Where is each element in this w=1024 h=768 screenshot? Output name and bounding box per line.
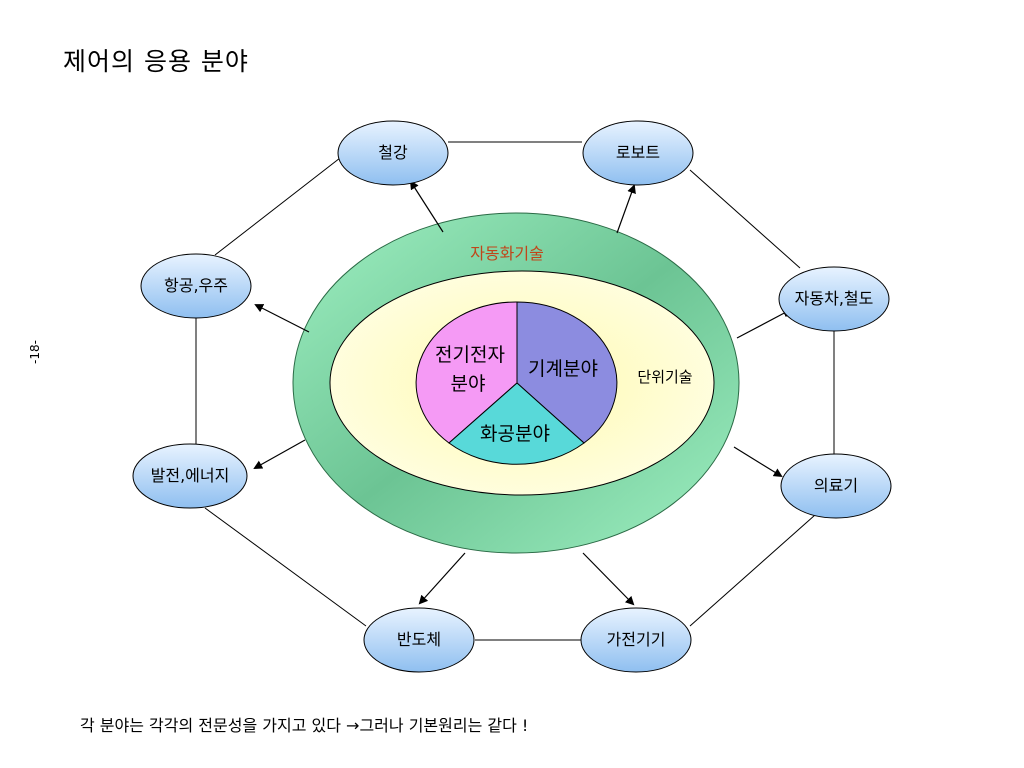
automation-label: 자동화기술 — [470, 244, 544, 263]
page-title: 제어의 응용 분야 — [63, 47, 249, 76]
pie-slice-mechanical — [516, 301, 618, 444]
arrows — [253, 180, 792, 606]
pie-label-electric-2: 분야 — [451, 373, 486, 395]
node-aerospace: 항공,우주 — [140, 253, 252, 319]
node-label-aerospace: 항공,우주 — [164, 276, 228, 295]
node-label-automobile: 자동차,철도 — [795, 289, 874, 308]
node-power: 발전,에너지 — [132, 443, 248, 509]
node-medical: 의료기 — [780, 453, 892, 519]
unit-technology-label: 단위기술 — [637, 368, 692, 386]
line-semiconductor-power — [204, 507, 367, 627]
discipline-pie — [415, 301, 618, 465]
arrow-to-power — [253, 439, 306, 469]
node-automobile: 자동차,철도 — [778, 266, 890, 332]
node-appliance: 가전기기 — [580, 607, 692, 673]
pie-label-electric-1: 전기전자 — [435, 344, 505, 366]
node-steel: 철강 — [337, 120, 449, 186]
connector-lines — [195, 141, 835, 641]
arrow-to-robot — [616, 184, 636, 234]
caption-text: 각 분야는 각각의 전문성을 가지고 있다 →그러나 기본원리는 같다 ! — [80, 716, 529, 735]
arrow-to-aerospace — [254, 304, 310, 333]
line-aerospace-steel — [214, 157, 341, 256]
node-semiconductor: 반도체 — [363, 607, 475, 673]
node-label-semiconductor: 반도체 — [397, 630, 441, 649]
node-label-robot: 로보트 — [616, 143, 660, 162]
line-medical-appliance — [689, 514, 816, 627]
pie-label-mechanical: 기계분야 — [528, 358, 598, 380]
node-robot: 로보트 — [582, 120, 694, 186]
arrow-to-steel — [409, 180, 444, 233]
pie-slice-electric — [415, 301, 518, 444]
arrow-to-medical — [733, 446, 783, 478]
arrow-to-semiconductor — [418, 552, 466, 605]
arrow-to-appliance — [582, 552, 635, 606]
pie-slice-chemical — [448, 382, 585, 465]
node-label-steel: 철강 — [378, 143, 408, 162]
node-label-medical: 의료기 — [814, 476, 858, 495]
node-label-power: 발전,에너지 — [151, 466, 230, 485]
node-label-appliance: 가전기기 — [607, 630, 666, 649]
line-robot-automobile — [689, 169, 801, 269]
arrow-to-automobile — [736, 309, 792, 339]
pie-label-chemical: 화공분야 — [480, 423, 550, 445]
